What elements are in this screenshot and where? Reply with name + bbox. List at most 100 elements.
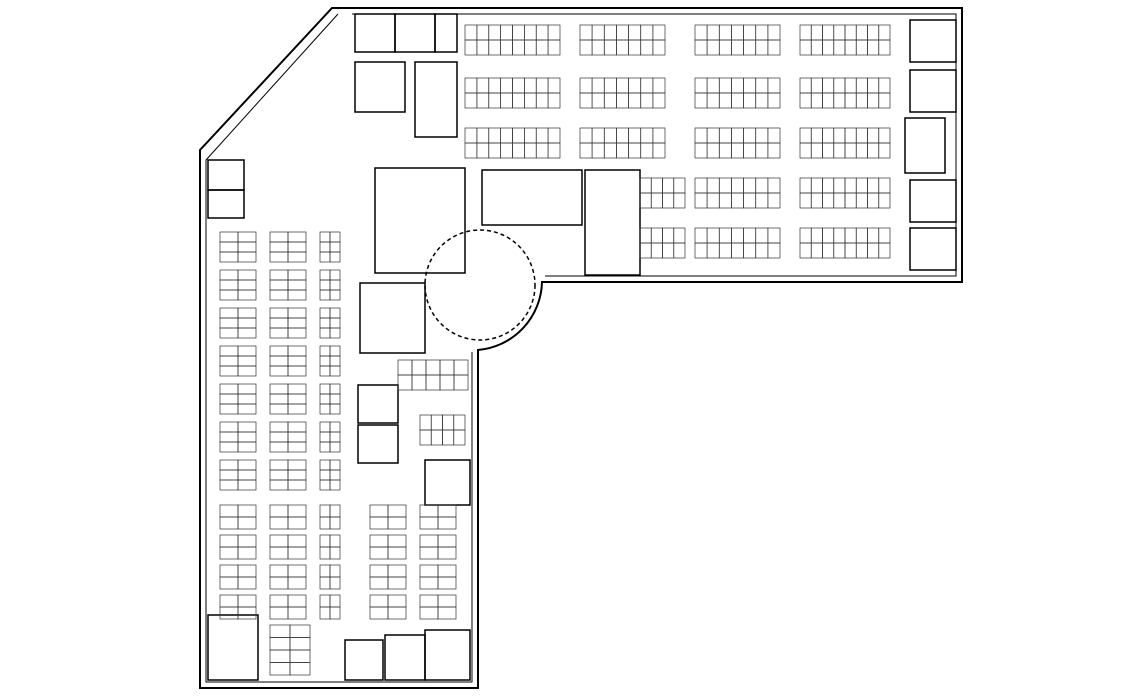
workstation	[694, 24, 708, 41]
workstation	[269, 662, 291, 676]
workstation	[329, 251, 341, 263]
office-room	[424, 459, 471, 506]
workstation	[219, 534, 239, 548]
conference-room	[207, 614, 259, 681]
workstation	[237, 504, 257, 518]
workstation-cluster	[219, 269, 257, 301]
workstation-cluster	[799, 24, 891, 56]
workstation	[767, 39, 781, 56]
workstation-cluster	[269, 307, 307, 339]
workstation	[799, 39, 812, 56]
workstation	[694, 127, 708, 144]
workstation	[755, 242, 769, 259]
workstation-cluster	[694, 127, 781, 159]
exterior-walls	[199, 7, 963, 689]
workstation	[419, 414, 432, 431]
workstation-cluster	[419, 564, 457, 590]
workstation	[287, 479, 307, 491]
workstation	[616, 39, 629, 56]
workstation	[524, 24, 537, 41]
workstation	[500, 142, 513, 159]
workstation	[419, 534, 439, 548]
workstation	[822, 227, 835, 244]
workstation	[237, 479, 257, 491]
workstation	[319, 606, 331, 620]
workstation	[855, 24, 868, 41]
workstation-cluster	[269, 421, 307, 453]
workstation	[591, 142, 605, 159]
workstation-cluster	[269, 624, 311, 676]
workstation	[547, 77, 561, 94]
workstation	[591, 92, 605, 109]
workstation	[269, 637, 291, 651]
workstation	[287, 365, 307, 377]
workstation	[844, 24, 857, 41]
workstation	[329, 231, 341, 243]
workstation	[706, 92, 720, 109]
cafe-room	[584, 169, 641, 276]
workstation	[799, 142, 812, 159]
workstation	[287, 431, 307, 443]
workstation	[640, 77, 654, 94]
workstation-cluster	[269, 459, 307, 491]
workstation	[706, 242, 720, 259]
workstation	[319, 251, 331, 263]
workstation	[425, 359, 441, 376]
conference-room	[384, 634, 426, 681]
workstation	[387, 516, 407, 530]
workstation	[319, 504, 331, 518]
workstation	[867, 142, 880, 159]
workstation	[219, 459, 239, 471]
workstation-cluster	[219, 345, 257, 377]
office-room	[434, 13, 458, 53]
workstation	[476, 127, 490, 144]
workstation	[878, 77, 891, 94]
workstation	[524, 77, 537, 94]
workstation	[437, 576, 457, 590]
workstation	[237, 365, 257, 377]
workstation	[767, 127, 781, 144]
workstation	[591, 127, 605, 144]
workstation	[287, 317, 307, 329]
workstation	[219, 431, 239, 443]
workstation-cluster	[639, 177, 686, 209]
workstation	[706, 39, 720, 56]
workstation	[833, 127, 846, 144]
workstation-cluster	[319, 459, 341, 491]
workstation	[844, 92, 857, 109]
workstation	[743, 177, 757, 194]
workstation	[579, 142, 593, 159]
workstation	[387, 606, 407, 620]
workstation	[464, 142, 478, 159]
workstation	[810, 77, 823, 94]
workstation	[397, 374, 413, 391]
workstation	[287, 393, 307, 405]
workstation-cluster	[464, 127, 561, 159]
workstation	[269, 289, 289, 301]
workstation	[319, 534, 331, 548]
restroom-block	[374, 167, 466, 274]
workstation	[329, 516, 341, 530]
workstation-cluster	[369, 504, 407, 530]
workstation	[844, 39, 857, 56]
workstation-cluster	[219, 459, 257, 491]
workstation	[269, 534, 289, 548]
workstation	[369, 606, 389, 620]
workstation	[718, 77, 732, 94]
workstation	[287, 504, 307, 518]
workstation	[269, 606, 289, 620]
workstation-cluster	[799, 227, 891, 259]
workstation	[878, 92, 891, 109]
workstation	[269, 479, 289, 491]
workstation	[603, 127, 617, 144]
workstation	[289, 649, 311, 663]
workstation	[237, 307, 257, 319]
workstation	[219, 241, 239, 253]
kitchen-room	[481, 169, 583, 226]
workstation	[535, 142, 549, 159]
workstation	[219, 327, 239, 339]
workstation	[319, 546, 331, 560]
office-room	[909, 19, 957, 63]
workstation	[269, 307, 289, 319]
workstation	[822, 142, 835, 159]
